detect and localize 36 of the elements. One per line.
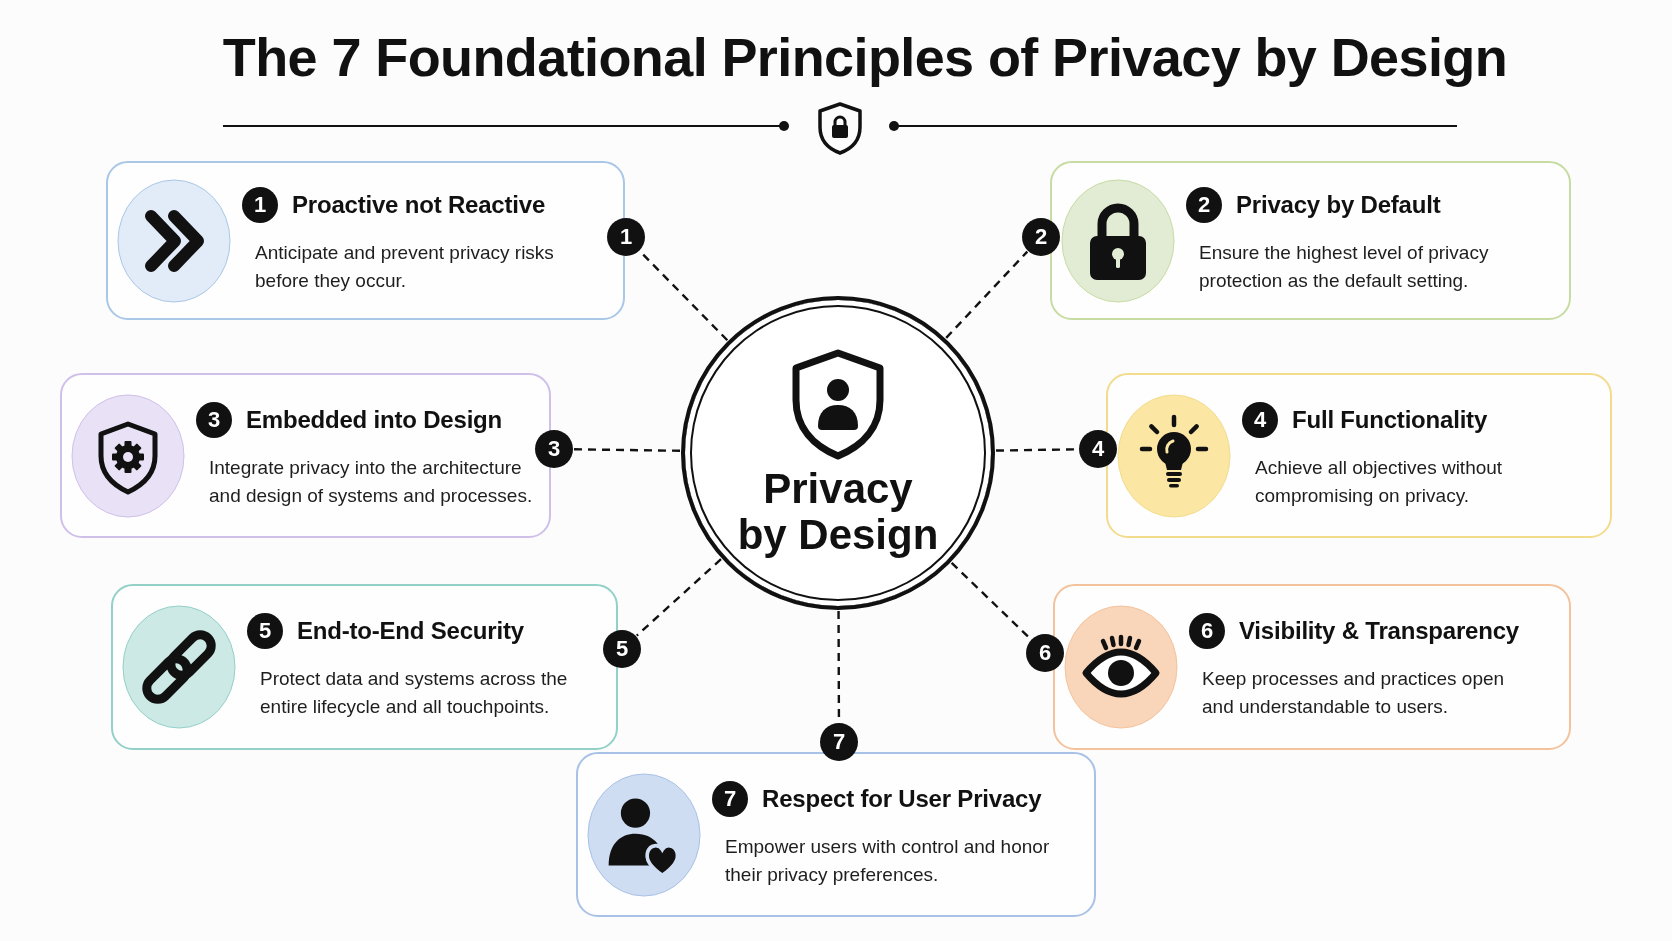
principle-heading: Respect for User Privacy (762, 783, 1042, 814)
principle-description: Protect data and systems across the entire lifecycle and all touchpoints. (259, 667, 569, 719)
dashed-connector (950, 561, 1032, 640)
number-badge: 1 (242, 186, 278, 223)
number-badge: 4 (1242, 401, 1278, 438)
dashed-connector (636, 558, 722, 637)
number-badge: 3 (196, 401, 232, 438)
principle-card (576, 752, 1096, 917)
number-badge: 7 (820, 723, 858, 761)
principle-description: Integrate privacy into the architecture and design of systems and processes. (208, 455, 534, 508)
principle-description: Anticipate and prevent privacy risks before they occur. (254, 240, 555, 293)
principle-card (1106, 373, 1612, 538)
principle-card (1053, 584, 1571, 750)
principle-description: Achieve all objectives without compromising on privacy. (1254, 455, 1504, 508)
title: The 7 Foundational Principles of Privacy by Design (221, 26, 1509, 89)
principle-heading: Embedded into Design (246, 404, 503, 435)
number-badge: 2 (1186, 186, 1222, 223)
number-badge: 4 (1079, 430, 1117, 468)
principle-heading: Proactive not Reactive (292, 189, 546, 220)
number-badge: 5 (247, 613, 283, 649)
principle-heading: Full Functionality (1292, 404, 1488, 435)
principle-description: Ensure the highest level of privacy protection as the default setting. (1198, 240, 1490, 293)
principle-heading: Privacy by Default (1236, 189, 1441, 220)
dashed-connector (945, 250, 1029, 339)
dashed-connector (574, 448, 681, 452)
number-badge: 6 (1189, 613, 1225, 649)
number-badge: 7 (712, 780, 748, 817)
hub-title: Privacy by Design (736, 466, 940, 558)
principle-card (111, 584, 618, 750)
principle-card (1050, 161, 1571, 320)
principle-heading: Visibility & Transparency (1239, 616, 1519, 646)
number-badge: 2 (1022, 218, 1060, 256)
principle-description: Empower users with control and honor their privacy preferences. (724, 834, 1051, 887)
principle-description: Keep processes and practices open and understandable to users. (1201, 667, 1506, 719)
principle-heading: End-to-End Security (297, 616, 524, 646)
number-badge: 6 (1026, 634, 1064, 672)
